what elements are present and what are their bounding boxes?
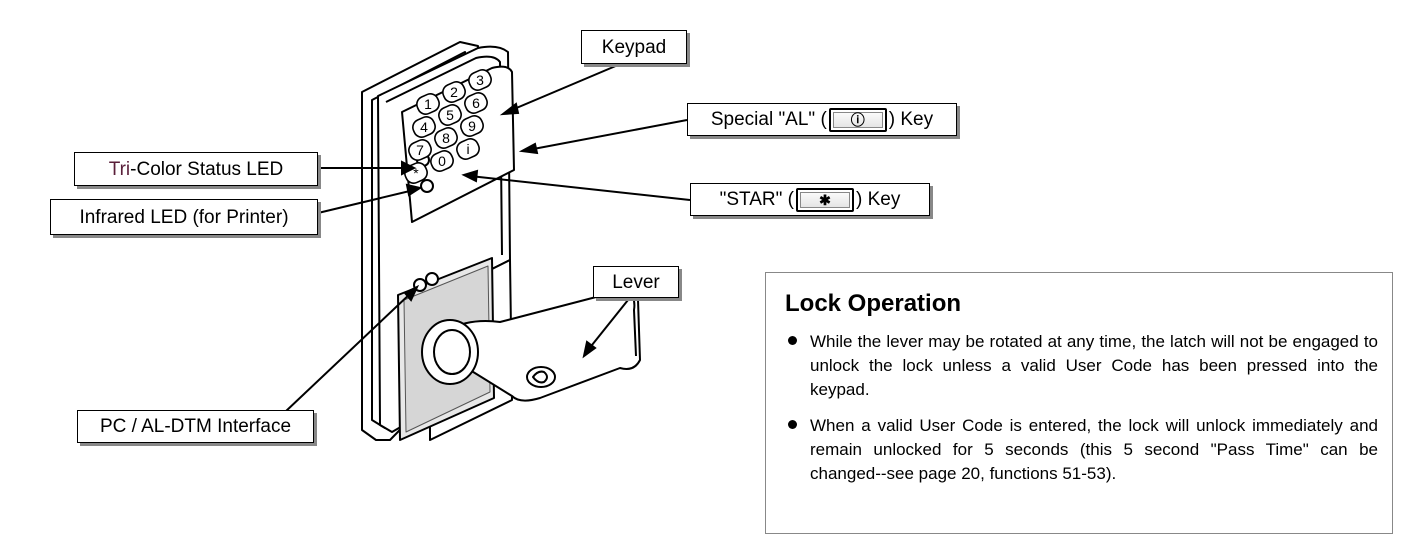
lever-label: Lever bbox=[612, 271, 660, 293]
infrared-label: Infrared LED (for Printer) bbox=[79, 206, 289, 228]
tri-color-callout: Tri-Color Status LED bbox=[74, 152, 318, 186]
keypad-key-label: 8 bbox=[442, 130, 450, 146]
special-key-suffix: ) Key bbox=[888, 109, 934, 130]
interface-callout: PC / AL-DTM Interface bbox=[77, 410, 314, 443]
keypad-key[interactable]: 3 bbox=[466, 67, 493, 92]
keypad-key-label: 6 bbox=[472, 95, 480, 111]
star-key-prefix: "STAR" ( bbox=[719, 189, 794, 210]
keypad-key[interactable]: 8 bbox=[432, 125, 459, 150]
bullet-dot bbox=[788, 336, 797, 345]
keypad-key-label: 4 bbox=[420, 119, 428, 135]
keypad-key-label: 7 bbox=[416, 142, 424, 158]
tri-color-label-a: Tri bbox=[108, 158, 131, 180]
keypad-key[interactable]: 1 bbox=[414, 91, 441, 116]
keypad-key-label: 3 bbox=[476, 72, 484, 88]
panel-title: Lock Operation bbox=[785, 290, 962, 317]
keyhole bbox=[526, 366, 556, 388]
keypad-keys: 1 2 3 4 5 6 7 8 9 * 0 i bbox=[404, 67, 493, 184]
star-key-callout: "STAR" (✱) Key bbox=[690, 183, 930, 216]
infrared-led bbox=[420, 179, 434, 193]
keypad-key-label: i bbox=[466, 141, 469, 157]
keypad-key-label: 2 bbox=[450, 84, 458, 100]
panel-bullet: While the lever may be rotated at any ti… bbox=[780, 330, 1378, 402]
lever-callout: Lever bbox=[593, 266, 679, 298]
panel-bullet-text: While the lever may be rotated at any ti… bbox=[810, 332, 1378, 399]
keypad-callout-label: Keypad bbox=[601, 36, 667, 58]
panel-bullet: When a valid User Code is entered, the l… bbox=[780, 414, 1378, 486]
keypad-key[interactable]: 7 bbox=[406, 137, 433, 162]
keypad-key-label: 1 bbox=[424, 96, 432, 112]
star-key-icon: ✱ bbox=[796, 187, 854, 212]
keypad-key[interactable]: 0 bbox=[428, 148, 455, 173]
keypad-key[interactable]: 5 bbox=[436, 102, 463, 127]
keypad-key-label: 0 bbox=[438, 153, 446, 169]
lever-handle bbox=[447, 283, 641, 402]
special-key-callout: Special "AL" (ⓘ) Key bbox=[687, 103, 957, 136]
tri-color-label-b: -Color Status LED bbox=[130, 158, 284, 180]
interface-label: PC / AL-DTM Interface bbox=[99, 416, 292, 437]
panel-bullets: While the lever may be rotated at any ti… bbox=[780, 330, 1378, 486]
bullet-dot bbox=[788, 420, 797, 429]
keypad-key[interactable]: i bbox=[454, 136, 481, 161]
interface-port-right bbox=[425, 272, 439, 286]
keypad-key-label: * bbox=[413, 165, 419, 181]
keypad-key[interactable]: 2 bbox=[440, 79, 467, 104]
keypad-key-label: 9 bbox=[468, 118, 476, 134]
keypad-key[interactable]: 9 bbox=[458, 113, 485, 138]
keypad-key[interactable]: 4 bbox=[410, 114, 437, 139]
star-key-suffix: ) Key bbox=[856, 189, 901, 210]
special-key-prefix: Special "AL" ( bbox=[710, 109, 827, 130]
lock-operation-panel: Lock Operation While the lever may be ro… bbox=[765, 272, 1393, 534]
panel-bullet-text: When a valid User Code is entered, the l… bbox=[810, 416, 1378, 483]
special-al-key-icon: ⓘ bbox=[828, 107, 887, 132]
infrared-callout: Infrared LED (for Printer) bbox=[50, 199, 318, 235]
keypad-key-label: 5 bbox=[446, 107, 454, 123]
keypad-callout: Keypad bbox=[581, 30, 687, 64]
keypad-key[interactable]: 6 bbox=[462, 90, 489, 115]
